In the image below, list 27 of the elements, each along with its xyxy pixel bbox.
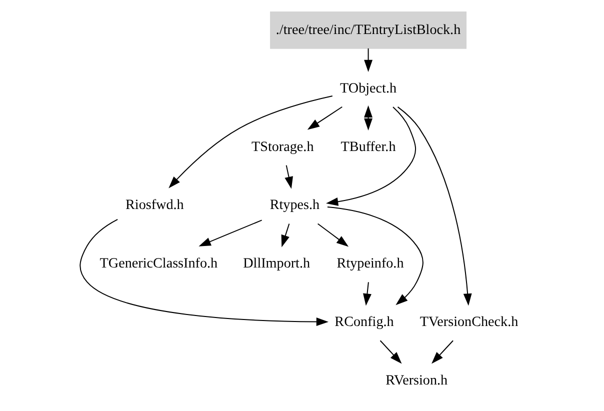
arrow bbox=[284, 165, 292, 189]
arrow bbox=[431, 340, 453, 364]
node-text: RConfig.h bbox=[334, 314, 394, 330]
arrow bbox=[326, 206, 423, 306]
arrow bbox=[317, 223, 348, 247]
node-text: TObject.h bbox=[340, 80, 396, 96]
arrow bbox=[364, 48, 372, 72]
node-text: Rtypes.h bbox=[269, 197, 320, 214]
node-text: Riosfwd.h bbox=[125, 197, 184, 214]
node-text: DllImport.h bbox=[242, 256, 310, 272]
arrow bbox=[306, 106, 342, 130]
node-text: TGenericClassInfo.h bbox=[99, 256, 218, 272]
arrow bbox=[280, 224, 290, 248]
node-text: TVersionCheck.h bbox=[419, 314, 518, 330]
arrow bbox=[326, 106, 416, 206]
arrow bbox=[364, 105, 372, 130]
arrow bbox=[379, 340, 402, 364]
arrow bbox=[396, 106, 472, 306]
arrow bbox=[198, 220, 262, 246]
node-text: RVersion.h bbox=[385, 372, 448, 389]
node-text: Rtypeinfo.h bbox=[336, 256, 404, 272]
node-text: TBuffer.h bbox=[340, 138, 396, 155]
arrow bbox=[79, 218, 328, 326]
arrow bbox=[168, 96, 332, 188]
node-box: ./tree/tree/inc/TEntryListBlock.h bbox=[270, 12, 466, 49]
node-text: TStorage.h bbox=[251, 138, 314, 155]
arrow bbox=[362, 282, 371, 306]
